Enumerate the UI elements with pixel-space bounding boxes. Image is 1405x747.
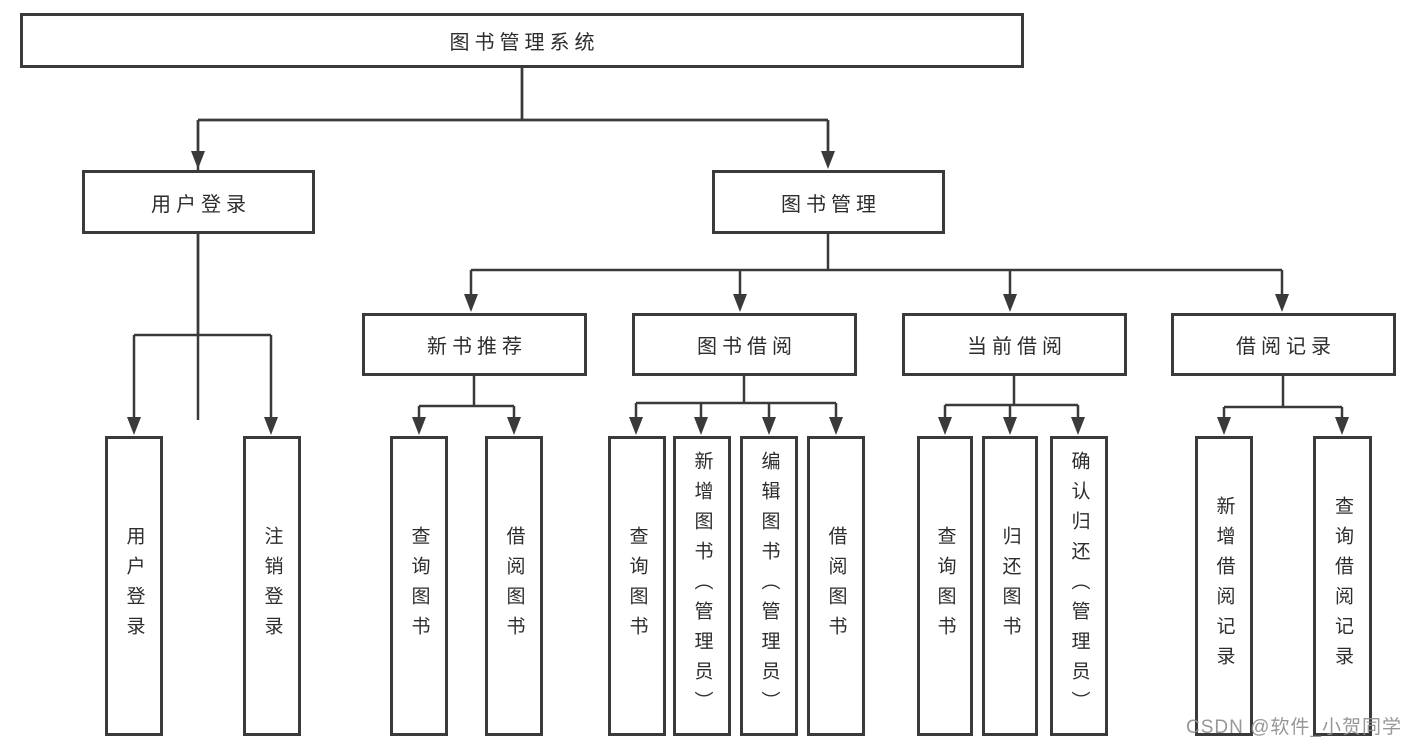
node-label: 借阅记录 xyxy=(1236,336,1336,358)
arrowhead-icons xyxy=(127,151,1349,435)
node-system-root: 图书管理系统 xyxy=(20,13,1024,68)
node-label: 图书管理系统 xyxy=(449,32,600,54)
leaf-edit-books-admin: 编辑图书（管理员） xyxy=(740,436,798,736)
leaf-label: 编辑图书（管理员） xyxy=(758,451,780,721)
leaf-confirm-return-admin: 确认归还（管理员） xyxy=(1050,436,1108,736)
csdn-watermark: CSDN @软件_小贺同学 xyxy=(1186,717,1402,738)
leaf-label: 新增借阅记录 xyxy=(1213,496,1235,676)
leaf-query-books-recommend: 查询图书 xyxy=(390,436,448,736)
leaf-return-books: 归还图书 xyxy=(982,436,1038,736)
node-label: 图书管理 xyxy=(781,193,881,216)
node-new-book-recommendation: 新书推荐 xyxy=(362,313,587,376)
leaf-label: 查询图书 xyxy=(626,526,648,646)
leaf-query-books-current: 查询图书 xyxy=(917,436,973,736)
node-label: 当前借阅 xyxy=(967,336,1067,358)
node-label: 用户登录 xyxy=(151,193,251,216)
leaf-query-books-borrowing: 查询图书 xyxy=(608,436,666,736)
node-current-borrowing: 当前借阅 xyxy=(902,313,1127,376)
leaf-logout-login: 注销登录 xyxy=(243,436,301,736)
leaf-label: 新增图书（管理员） xyxy=(691,451,713,721)
node-user-login: 用户登录 xyxy=(82,170,315,234)
leaf-borrow-books-recommend: 借阅图书 xyxy=(485,436,543,736)
leaf-label: 归还图书 xyxy=(999,526,1021,646)
leaf-label: 查询图书 xyxy=(934,526,956,646)
leaf-label: 注销登录 xyxy=(261,526,283,646)
leaf-label: 确认归还（管理员） xyxy=(1068,451,1090,721)
leaf-add-borrow-record: 新增借阅记录 xyxy=(1195,436,1253,736)
leaf-query-borrow-record: 查询借阅记录 xyxy=(1313,436,1372,736)
leaf-label: 查询借阅记录 xyxy=(1332,496,1353,676)
leaf-label: 查询图书 xyxy=(408,526,430,646)
node-borrowing-records: 借阅记录 xyxy=(1171,313,1396,376)
leaf-label: 借阅图书 xyxy=(825,526,847,646)
leaf-label: 借阅图书 xyxy=(503,526,525,646)
node-book-management: 图书管理 xyxy=(712,170,945,234)
leaf-user-login: 用户登录 xyxy=(105,436,163,736)
leaf-add-books-admin: 新增图书（管理员） xyxy=(673,436,731,736)
leaf-borrow-books-borrowing: 借阅图书 xyxy=(807,436,865,736)
node-label: 图书借阅 xyxy=(697,336,797,358)
leaf-label: 用户登录 xyxy=(123,526,145,646)
node-label: 新书推荐 xyxy=(427,336,527,358)
node-book-borrowing: 图书借阅 xyxy=(632,313,857,376)
